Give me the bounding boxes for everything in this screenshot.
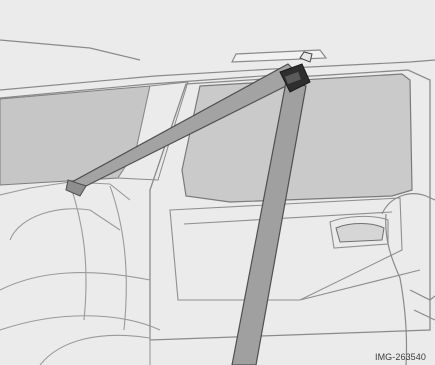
door-handle [336, 224, 384, 243]
image-id-label: IMG-263540 [375, 352, 426, 362]
